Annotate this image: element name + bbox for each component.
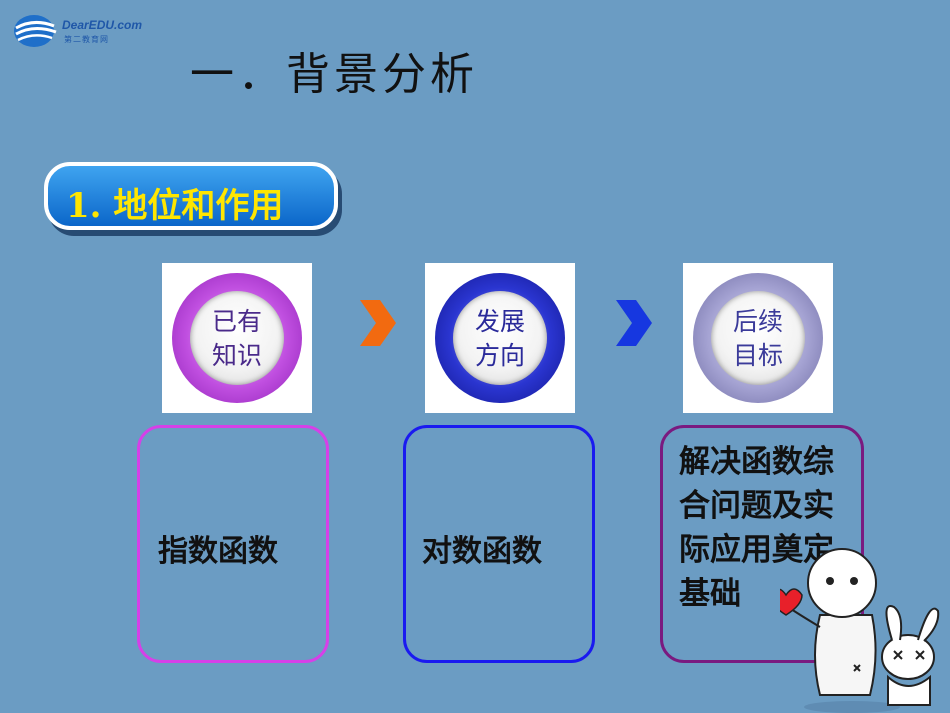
step-tile-goal: 后续 目标 (683, 263, 833, 413)
step-line1: 后续 (732, 307, 783, 336)
step-line2: 方向 (474, 341, 525, 370)
step-ring: 已有 知识 (172, 273, 302, 403)
step-line2: 知识 (211, 341, 262, 370)
step-tile-known: 已有 知识 (162, 263, 312, 413)
logo-text: DearEDU.com (62, 18, 143, 32)
step-tile-direction: 发展 方向 (425, 263, 575, 413)
step-ring: 发展 方向 (435, 273, 565, 403)
chevron-right-icon (360, 300, 396, 346)
step-core: 发展 方向 (453, 291, 547, 385)
page-title: 一．背景分析 (190, 49, 478, 100)
logo-subtext: 第二教育网 (64, 35, 109, 44)
logo-globe-icon (14, 15, 57, 47)
box-text: 指数函数 (158, 534, 278, 569)
section-label: 1. 地位和作用 (66, 186, 284, 226)
mascot-illustration (780, 548, 940, 713)
step-line1: 发展 (474, 307, 525, 336)
box-text: 对数函数 (422, 534, 542, 569)
content-box-logarithmic: 对数函数 (403, 425, 595, 663)
step-text: 已有 知识 (190, 305, 284, 373)
site-logo: DearEDU.com 第二教育网 (12, 12, 147, 50)
step-ring: 后续 目标 (693, 273, 823, 403)
section-pill: 1. 地位和作用 (44, 162, 338, 230)
content-box-exponential: 指数函数 (137, 425, 329, 663)
step-text: 发展 方向 (453, 305, 547, 373)
content-box-goal: 解决函数综合问题及实际应用奠定基础 (660, 425, 864, 663)
step-core: 已有 知识 (190, 291, 284, 385)
step-line1: 已有 (211, 307, 262, 336)
step-text: 后续 目标 (711, 305, 805, 373)
chevron-right-icon (616, 300, 652, 346)
step-line2: 目标 (732, 341, 783, 370)
box-text: 解决函数综合问题及实际应用奠定基础 (679, 444, 834, 612)
step-core: 后续 目标 (711, 291, 805, 385)
